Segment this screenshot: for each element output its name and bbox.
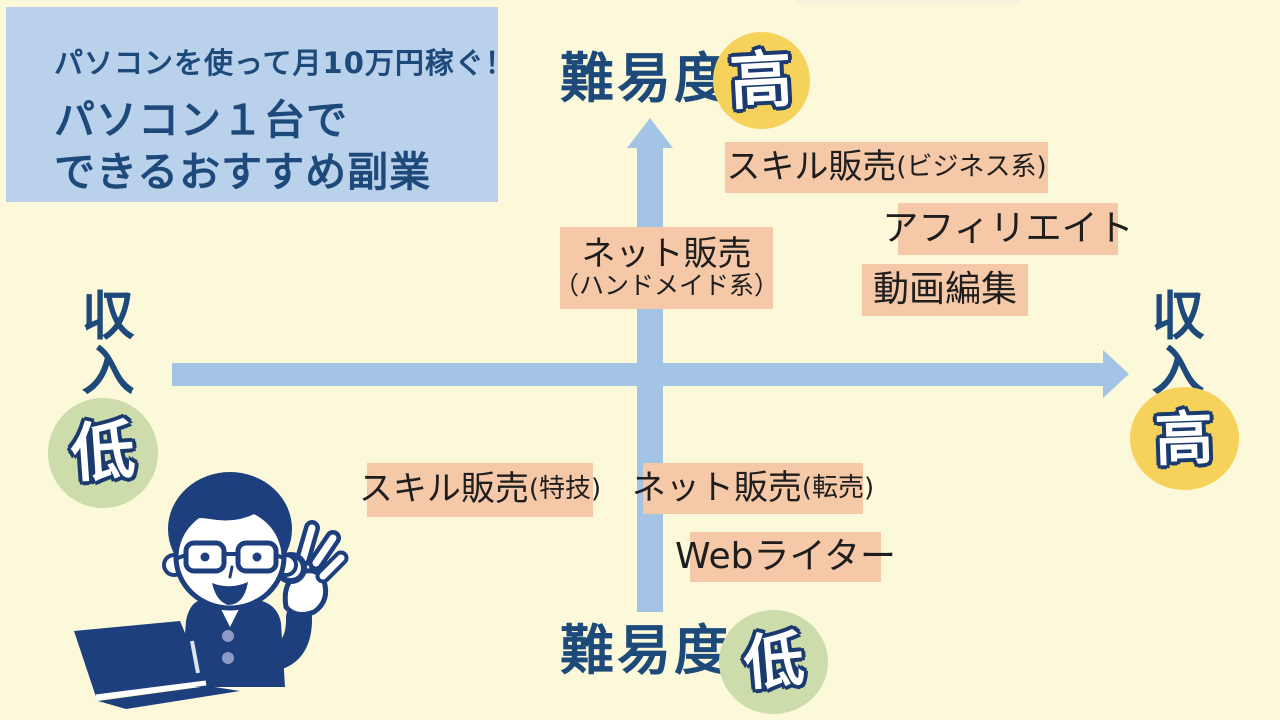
- difficulty-high-badge: 高: [713, 32, 810, 129]
- income-axis-arrowhead: [1103, 350, 1129, 398]
- difficulty-label-top: 難易度: [560, 47, 731, 110]
- item-sub-text: (ビジネス系): [896, 151, 1047, 182]
- difficulty-label-bottom: 難易度: [560, 619, 731, 682]
- chart-item-skill-sales-business: スキル販売(ビジネス系): [725, 142, 1048, 193]
- income-char-bottom: 入: [81, 341, 135, 403]
- item-main-text: スキル販売: [726, 146, 897, 187]
- difficulty-low-badge: 低: [719, 610, 828, 714]
- chart-item-web-writer: Webライター: [675, 532, 896, 582]
- item-sub-text: (転売): [801, 472, 875, 503]
- chart-item-video-editing: 動画編集: [862, 264, 1028, 316]
- difficulty-high-char: 高: [728, 41, 795, 119]
- laptop-icon: [74, 621, 240, 709]
- chart-item-skill-sales-specialty: スキル販売(特技): [359, 463, 601, 517]
- income-axis-line: [172, 363, 1103, 386]
- item-main-text: 動画編集: [872, 269, 1017, 311]
- income-label-right: 収 入: [1146, 289, 1210, 399]
- income-low-badge: 低: [48, 398, 158, 508]
- income-char-top: 収: [1151, 286, 1205, 347]
- title-line-1: パソコン１台で: [54, 96, 348, 144]
- difficulty-low-char: 低: [740, 624, 807, 700]
- difficulty-axis-arrowhead: [627, 118, 673, 148]
- income-label-left: 収 入: [76, 289, 140, 399]
- item-main-text: スキル販売: [358, 469, 529, 510]
- item-main-text: ネット販売: [631, 467, 802, 508]
- item-main-text: ネット販売: [581, 234, 752, 275]
- chart-item-affiliate: アフィリエイト: [882, 203, 1134, 255]
- shirt-button: [222, 630, 234, 642]
- item-main-text: アフィリエイト: [882, 208, 1134, 250]
- person-head: [162, 472, 298, 611]
- smile-mouth: [212, 582, 248, 605]
- income-high-char: 高: [1154, 403, 1215, 474]
- title-subtitle: パソコンを使って月10万円稼ぐ！: [54, 46, 515, 80]
- income-high-badge: 高: [1130, 387, 1239, 490]
- chart-item-net-sales-resale: ネット販売(転売): [632, 463, 874, 514]
- man-with-laptop-ok-sign-illustration: [74, 472, 349, 709]
- income-char-top: 収: [81, 286, 135, 347]
- item-main-text: Webライター: [674, 536, 897, 578]
- title-card: パソコンを使って月10万円稼ぐ！ パソコン１台で できるおすすめ副業: [6, 7, 515, 202]
- shirt-button: [222, 652, 234, 664]
- top-edge-card: [795, 0, 1020, 5]
- item-sub-text: （ハンドメイド系）: [554, 270, 780, 300]
- title-line-2: できるおすすめ副業: [54, 147, 432, 196]
- item-sub-text: (特技): [528, 474, 602, 505]
- chart-item-net-sales-handmade: ネット販売 （ハンドメイド系）: [554, 227, 779, 309]
